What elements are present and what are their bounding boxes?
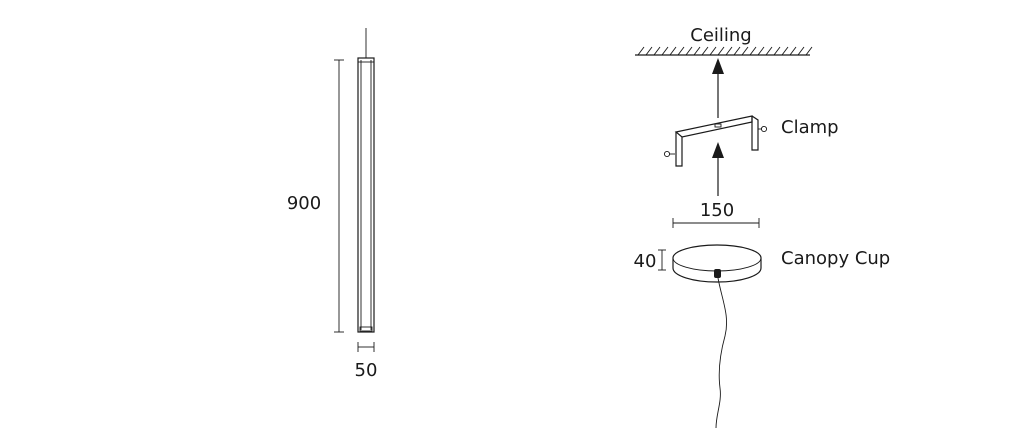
ceiling-hatch-20 [797, 46, 805, 56]
ceiling: Ceiling [635, 25, 813, 56]
ceiling-hatch-14 [749, 46, 757, 56]
width-dimension-label: 50 [355, 360, 378, 381]
ceiling-hatch-12 [733, 46, 741, 56]
pendant-body [357, 57, 375, 333]
canopy-bottom-rim [672, 267, 762, 283]
ceiling-hatch-10 [717, 46, 725, 56]
arrow-to-clamp-head [712, 142, 724, 158]
arrow-to-clamp [712, 142, 724, 196]
pendant-diffuser [359, 326, 373, 332]
ceiling-hatch-21 [805, 46, 813, 56]
arrow-to-ceiling [712, 58, 724, 118]
clamp-center-hole [714, 123, 722, 128]
clamp-right-screw [758, 125, 768, 133]
ceiling-hatch-18 [781, 46, 789, 56]
ceiling-hatch-2 [653, 46, 661, 56]
canopy-diameter-dimension: 150 [672, 200, 760, 228]
ceiling-hatching [637, 46, 813, 56]
canopy-height-dimension: 40 [634, 249, 666, 272]
clamp-left-screw [663, 150, 675, 158]
ceiling-hatch-7 [693, 46, 701, 56]
canopy-cup-label: Canopy Cup [781, 248, 890, 269]
clamp-left-leg [675, 132, 683, 167]
ceiling-hatch-15 [757, 46, 765, 56]
ceiling-hatch-3 [661, 46, 669, 56]
hanging-cable [715, 277, 728, 429]
height-dimension: 900 [287, 59, 344, 333]
ceiling-hatch-17 [773, 46, 781, 56]
clamp-top-bar [674, 115, 753, 138]
ceiling-hatch-13 [741, 46, 749, 56]
canopy-cable-gland [714, 269, 721, 278]
canopy-cup: Canopy Cup [672, 244, 890, 283]
ceiling-hatch-5 [677, 46, 685, 56]
canopy-top-rim [672, 244, 762, 259]
ceiling-hatch-6 [685, 46, 693, 56]
ceiling-hatch-16 [765, 46, 773, 56]
width-dimension: 50 [355, 342, 378, 381]
clamp: Clamp [663, 115, 839, 167]
ceiling-hatch-0 [637, 46, 645, 56]
clamp-label: Clamp [781, 117, 839, 138]
arrow-to-ceiling-head [712, 58, 724, 74]
height-dimension-label: 900 [287, 193, 321, 214]
pendant-profile [357, 28, 375, 333]
clamp-right-leg [751, 115, 759, 151]
ceiling-hatch-1 [645, 46, 653, 56]
ceiling-hatch-8 [701, 46, 709, 56]
ceiling-hatch-11 [725, 46, 733, 56]
canopy-height-label: 40 [634, 251, 657, 272]
ceiling-hatch-19 [789, 46, 797, 56]
canopy-diameter-label: 150 [700, 200, 734, 221]
ceiling-hatch-4 [669, 46, 677, 56]
ceiling-hatch-9 [709, 46, 717, 56]
ceiling-label: Ceiling [690, 25, 751, 46]
